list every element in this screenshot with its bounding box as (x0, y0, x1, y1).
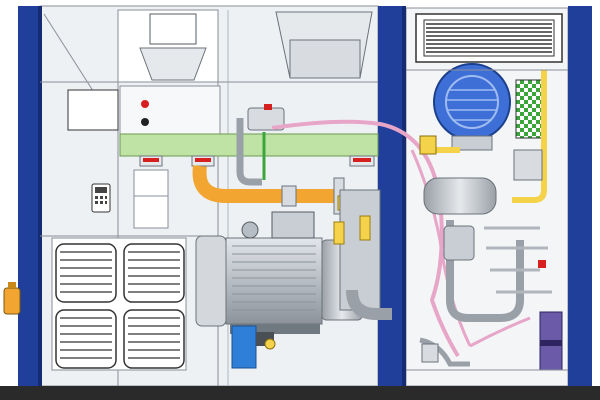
blower-stack-band (540, 340, 562, 346)
oil-filter (513, 149, 543, 181)
motor-terminal-box (271, 211, 315, 239)
cooling-fan-icon (123, 309, 185, 369)
cooler-fan-motor-ribs (446, 89, 498, 121)
filter-housing (133, 169, 169, 229)
base-skid (0, 386, 600, 400)
valve-red-tag (264, 104, 272, 110)
gauge-yellow (419, 135, 437, 155)
small-pipes-right (484, 226, 552, 294)
electric-motor-icon (195, 211, 323, 334)
thermostatic-valve (443, 225, 475, 261)
motor-body (225, 237, 323, 325)
yellow-pipe-right (512, 70, 547, 203)
cooler-pipe-loop (446, 220, 524, 322)
motor-foot (230, 324, 320, 334)
airend-yellow-valve-2 (359, 215, 371, 241)
control-keypad-icon (91, 183, 111, 213)
motor-fins (232, 245, 316, 311)
top-hopper-2-cap (289, 39, 361, 79)
frame-post-center-shade (402, 6, 406, 390)
cooling-fan-icon (55, 309, 117, 369)
indicator-red (141, 100, 149, 108)
manifold-red-seal-1 (143, 158, 159, 162)
motor-terminal-cap (241, 221, 259, 239)
top-hopper-1 (139, 47, 207, 81)
electrical-box (231, 325, 257, 369)
drain-fitting (421, 343, 439, 363)
drain-line (419, 337, 470, 367)
airend-yellow-valve-1 (333, 221, 345, 245)
manifold-red-seal-3 (353, 158, 371, 162)
top-box-1 (149, 13, 197, 45)
vertical-pipe-top (236, 118, 262, 186)
control-display (67, 89, 119, 131)
green-manifold (119, 133, 379, 157)
electrical-fitting-cap (264, 338, 276, 350)
control-plate (119, 85, 221, 137)
separator-vessel (423, 177, 497, 215)
orange-pipe (192, 165, 340, 203)
frame-post-center (378, 6, 406, 390)
frame-post-right (568, 6, 592, 390)
indicator-black (141, 118, 149, 126)
manifold-red-seal-2 (195, 158, 211, 162)
orange-pipe-coupling (281, 185, 297, 207)
ventilation-grille-icon (415, 13, 563, 63)
fan-grille-group (51, 237, 187, 371)
cooler-fan-mount (451, 135, 493, 151)
airend-elbow (346, 289, 392, 320)
cooling-fan-icon (55, 243, 117, 303)
cooler-fan-motor-inner (445, 75, 499, 129)
red-valve-right (538, 260, 546, 268)
airend-block (339, 189, 381, 311)
left-valve (3, 287, 21, 315)
left-valve-handle (8, 282, 16, 288)
cooling-fan-icon (123, 243, 185, 303)
pink-hose-branch (469, 316, 531, 348)
frame-post-left-shade (38, 6, 42, 390)
motor-endcap (195, 235, 227, 327)
